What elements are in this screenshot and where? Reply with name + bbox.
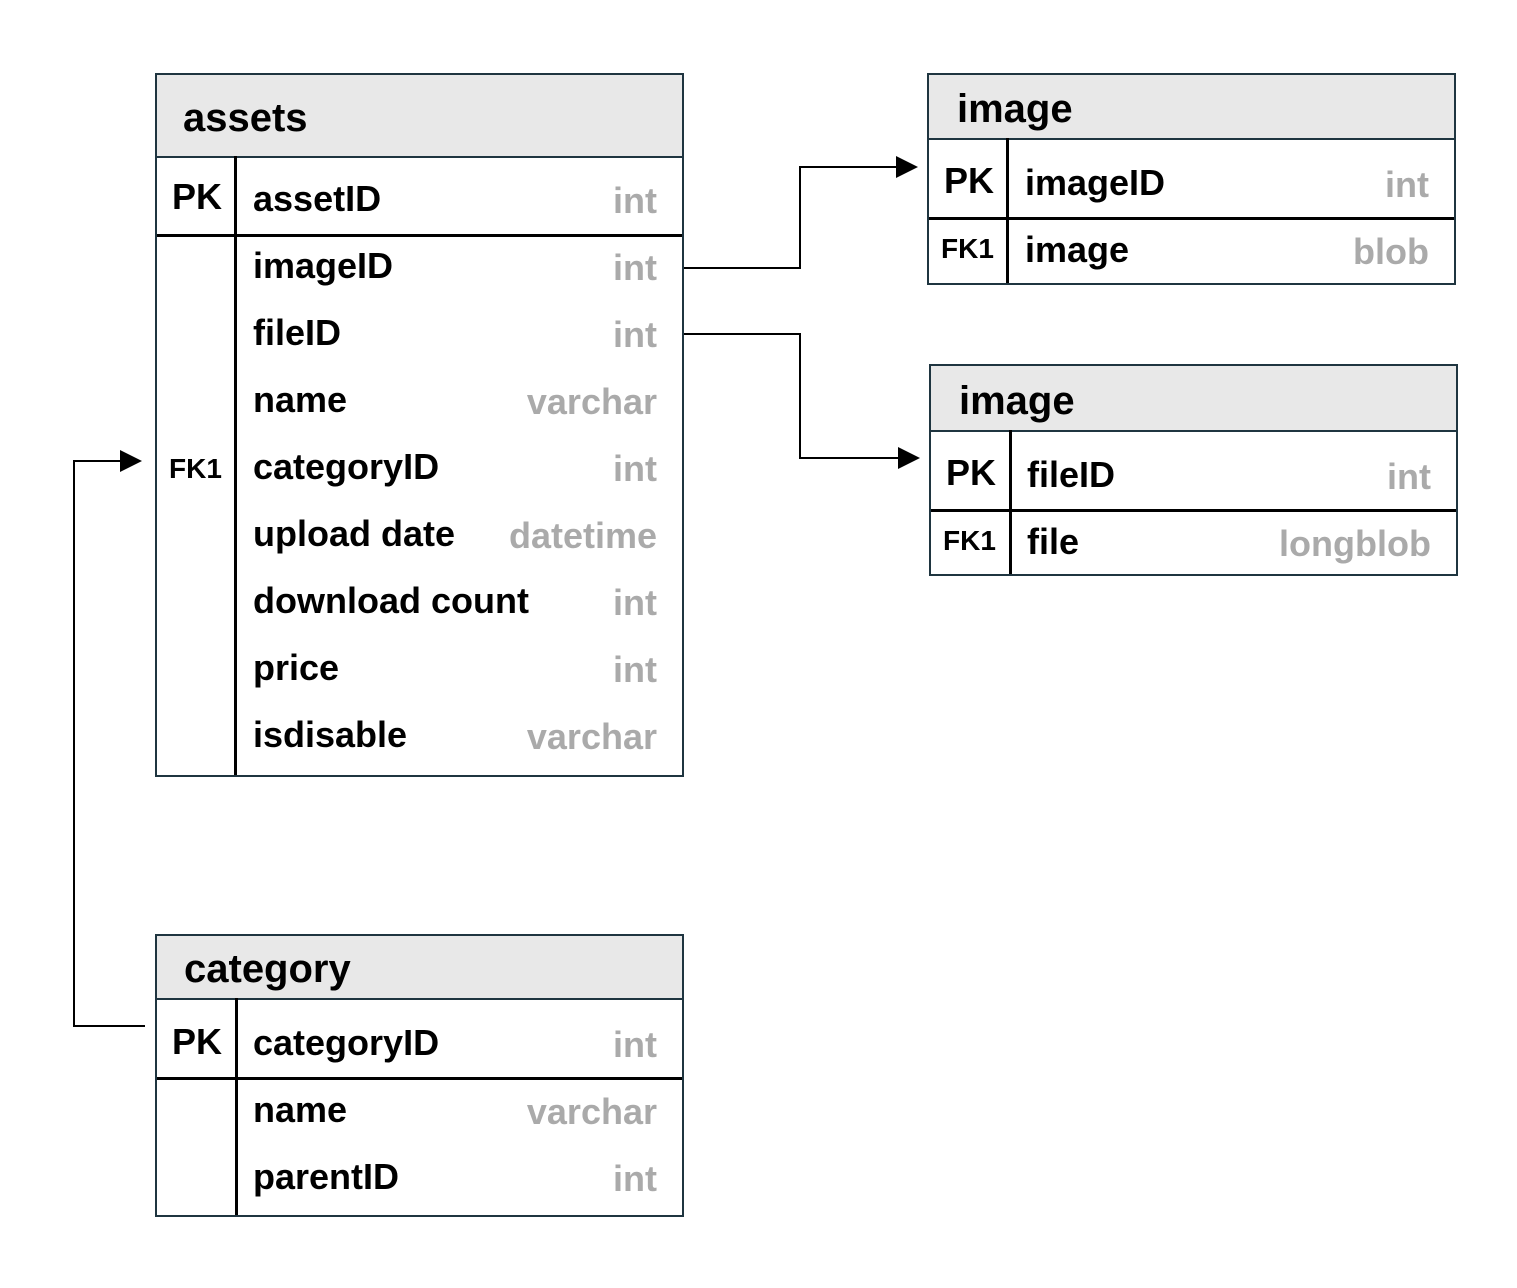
category-table-title: category	[184, 947, 351, 991]
assets-field-name: price	[253, 647, 340, 688]
file-pk-field-name: fileID	[1027, 454, 1116, 495]
assets-pk-divider	[157, 234, 682, 237]
image-pk-divider	[929, 217, 1454, 220]
file-table: image PK fileID int FK1 file longblob	[929, 364, 1458, 576]
file-key-column-divider	[1009, 430, 1012, 574]
assets-table-header: assets	[157, 75, 682, 158]
assets-field-name: name	[253, 379, 348, 420]
assets-table: assets PK assetID int FK1 imageID int fi…	[155, 73, 684, 777]
image-key-column-divider	[1006, 138, 1009, 283]
image-table: image PK imageID int FK1 image blob	[927, 73, 1456, 285]
file-table-header: image	[931, 366, 1456, 432]
assets-field-type: int	[613, 582, 657, 623]
image-pk-field-type: int	[1385, 164, 1429, 205]
file-pk-field-type: int	[1387, 456, 1431, 497]
category-field-name: parentID	[253, 1156, 400, 1197]
assets-field-name: download count	[253, 580, 529, 621]
category-field-type: varchar	[526, 1091, 657, 1132]
image-table-title: image	[957, 87, 1073, 131]
image-pk-label: PK	[944, 160, 995, 201]
file-fk-label: FK1	[943, 525, 996, 556]
assets-field-type: int	[613, 314, 657, 355]
category-pk-label: PK	[172, 1021, 223, 1062]
assets-field-type: int	[613, 247, 657, 288]
assets-fk-label: FK1	[169, 453, 222, 484]
category-field-type: int	[613, 1158, 657, 1199]
file-table-title: image	[959, 379, 1075, 423]
assets-field-type: datetime	[508, 515, 657, 556]
category-field-name: name	[253, 1089, 348, 1130]
image-field-type: blob	[1353, 231, 1429, 272]
category-table: category PK categoryID int name varchar …	[155, 934, 684, 1217]
file-pk-label: PK	[946, 452, 997, 493]
assets-field-type: int	[613, 649, 657, 690]
assets-key-column-divider	[234, 156, 237, 775]
assets-table-title: assets	[183, 96, 308, 140]
assets-pk-field-name: assetID	[253, 178, 382, 219]
assets-field-type: int	[613, 448, 657, 489]
arrowhead-assets-table	[120, 450, 142, 472]
arrowhead-file-table	[898, 447, 920, 469]
connector-asset-image-to-image-table	[684, 166, 896, 269]
assets-pk-field-type: int	[613, 180, 657, 221]
assets-pk-label: PK	[172, 176, 223, 217]
category-key-column-divider	[235, 998, 238, 1215]
assets-field-name: isdisable	[253, 714, 408, 755]
file-pk-divider	[931, 509, 1456, 512]
category-pk-field-name: categoryID	[253, 1022, 440, 1063]
image-pk-field-name: imageID	[1025, 162, 1166, 203]
category-pk-field-type: int	[613, 1024, 657, 1065]
assets-field-name: fileID	[253, 312, 342, 353]
connector-asset-file-to-file-table	[684, 333, 898, 459]
arrowhead-image-table	[896, 156, 918, 178]
file-field-name: file	[1027, 521, 1080, 562]
image-table-header: image	[929, 75, 1454, 140]
connector-category-to-assets	[73, 460, 145, 1027]
assets-field-type: varchar	[526, 381, 657, 422]
file-field-type: longblob	[1279, 523, 1431, 564]
assets-field-name: upload date	[253, 513, 456, 554]
assets-field-type: varchar	[526, 716, 657, 757]
category-table-header: category	[157, 936, 682, 1000]
category-pk-divider	[157, 1077, 682, 1080]
image-fk-label: FK1	[941, 233, 994, 264]
assets-field-name: categoryID	[253, 446, 440, 487]
image-field-name: image	[1025, 229, 1130, 270]
assets-field-name: imageID	[253, 245, 394, 286]
